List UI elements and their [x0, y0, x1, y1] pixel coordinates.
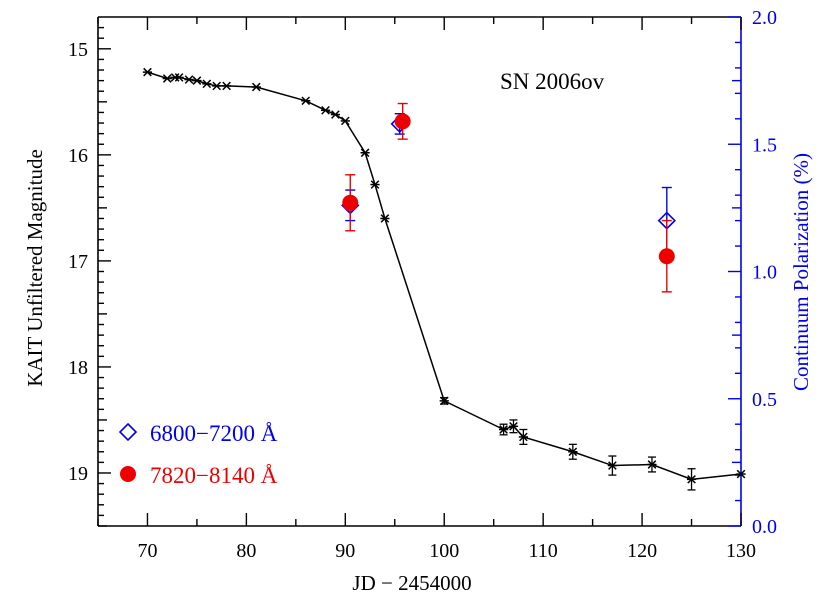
- polarization-points: [341, 102, 676, 293]
- light-curve-point: [162, 74, 172, 83]
- annotation-label: SN 2006ov: [500, 69, 605, 94]
- y-right-tick-label: 1.0: [752, 262, 777, 284]
- light-curve-point: [222, 81, 232, 91]
- x-tick-label: 90: [335, 540, 355, 562]
- x-tick-label: 120: [627, 540, 657, 562]
- x-tick-label: 110: [529, 540, 558, 562]
- light-curve-point: [340, 116, 350, 126]
- light-curve-point: [686, 468, 697, 491]
- y-right-tick-label: 1.5: [752, 134, 777, 156]
- x-axis-title: JD − 2454000: [352, 571, 471, 595]
- y-left-tick-label: 16: [68, 145, 88, 167]
- circle-marker: [342, 194, 359, 211]
- circle-point: [658, 219, 675, 293]
- ticks-layer: 70 80 90 100 110 120 130 15 16 17 18 19 0.0 0.5 1.0 1.5…: [68, 7, 777, 562]
- legend-diamond-icon: [118, 422, 138, 442]
- legend-label-blue: 6800−7200 Å: [150, 421, 278, 446]
- y-axis-title-left: KAIT Unfiltered Magnitude: [23, 149, 47, 387]
- circle-marker: [658, 248, 675, 265]
- light-curve-point: [647, 456, 657, 473]
- light-curve-point: [518, 428, 528, 445]
- circle-point: [394, 102, 411, 140]
- light-curve-point: [320, 105, 331, 115]
- light-curve-point: [380, 214, 390, 223]
- light-curve-point: [607, 455, 617, 476]
- light-curve-line: [147, 71, 742, 481]
- y-axis-title-right: Continuum Polarization (%): [789, 153, 813, 391]
- y-left-tick-label: 15: [68, 39, 88, 61]
- light-curve-point: [212, 81, 222, 91]
- y-right-tick-label: 2.0: [752, 7, 777, 29]
- light-curve-point: [439, 396, 449, 406]
- circle-marker: [394, 113, 411, 130]
- y-left-tick-label: 17: [68, 251, 88, 273]
- legend-circle-icon: [120, 466, 136, 482]
- light-curve-point: [301, 96, 311, 106]
- light-curve-point: [202, 79, 212, 89]
- light-curve-point: [370, 180, 380, 189]
- light-curve-point: [142, 67, 153, 77]
- light-curve-point: [251, 82, 261, 92]
- y-right-tick-label: 0.0: [752, 516, 777, 538]
- circle-point: [342, 174, 359, 232]
- y-right-tick-label: 0.5: [752, 389, 777, 411]
- x-tick-label: 130: [726, 540, 756, 562]
- light-curve-point: [360, 148, 370, 158]
- x-tick-label: 80: [236, 540, 256, 562]
- legend: 6800−7200 Å 7820−8140 Å: [118, 421, 278, 488]
- light-curve-point: [508, 419, 519, 434]
- light-curve-point: [192, 76, 202, 85]
- light-curve-point: [184, 75, 194, 84]
- y-left-tick-label: 19: [68, 463, 88, 485]
- light-curve-point: [174, 73, 184, 82]
- legend-label-red: 7820−8140 Å: [150, 463, 278, 488]
- light-curve-point: [736, 469, 746, 479]
- light-curve-point: [330, 110, 341, 119]
- light-curve-point: [498, 423, 509, 436]
- x-tick-label: 100: [429, 540, 459, 562]
- light-curve-point: [568, 443, 578, 460]
- light-curve: [142, 67, 746, 491]
- y-left-tick-label: 18: [68, 357, 88, 379]
- x-tick-label: 70: [137, 540, 157, 562]
